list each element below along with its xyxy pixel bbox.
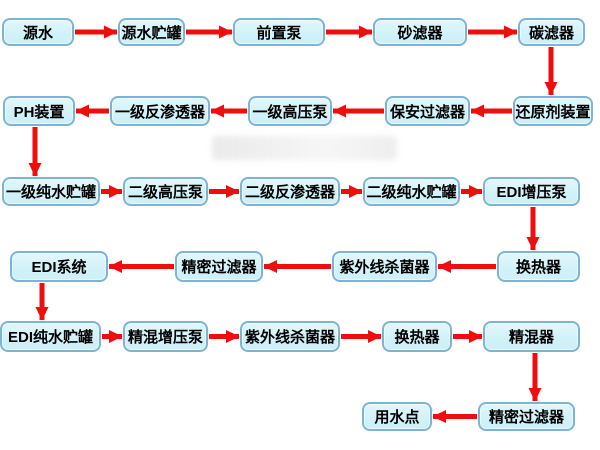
node-label: 换热器	[515, 259, 561, 276]
node-hp-pump1: 一级高压泵	[248, 96, 332, 126]
node-ro-stage1: 一级反渗透器	[110, 96, 210, 126]
node-source-water: 源水	[2, 18, 74, 46]
node-heat-exchanger1: 换热器	[497, 251, 580, 282]
node-ph-device: PH装置	[3, 96, 75, 126]
node-uv-sterilizer1: 紫外线杀菌器	[332, 251, 437, 282]
node-label: 精密过滤器	[488, 409, 564, 426]
node-label: 一级高压泵	[252, 103, 328, 121]
node-precision-filter2: 精密过滤器	[478, 402, 575, 431]
node-label: 紫外线杀菌器	[244, 329, 335, 346]
node-label: 一级纯水贮罐	[5, 184, 96, 201]
node-label: 精密过滤器	[181, 259, 257, 276]
node-label: 砂滤器	[397, 24, 443, 42]
node-edi-system: EDI系统	[10, 251, 108, 282]
node-label: 二级高压泵	[127, 184, 203, 201]
node-label: 前置泵	[256, 24, 302, 42]
node-polisher: 精混器	[483, 321, 580, 352]
node-pure-tank1: 一级纯水贮罐	[2, 177, 100, 206]
node-pre-pump: 前置泵	[233, 18, 325, 46]
node-carbon-filter: 碳滤器	[518, 18, 585, 46]
node-label: 二级反渗透器	[244, 184, 335, 201]
node-label: 精混增压泵	[127, 329, 203, 346]
node-label: 紫外线杀菌器	[339, 259, 430, 276]
node-label: PH装置	[13, 103, 65, 121]
node-sand-filter: 砂滤器	[373, 18, 467, 46]
node-mix-boost-pump: 精混增压泵	[123, 321, 208, 352]
node-reductant-device: 还原剂装置	[513, 96, 593, 126]
node-label: 还原剂装置	[515, 103, 591, 121]
node-uv-sterilizer2: 紫外线杀菌器	[240, 321, 340, 352]
node-label: 源水	[22, 24, 53, 42]
node-label: 二级纯水贮罐	[366, 184, 457, 201]
node-label: 一级反渗透器	[114, 103, 205, 121]
node-security-filter: 保安过滤器	[385, 96, 470, 126]
node-label: 保安过滤器	[389, 103, 465, 121]
node-heat-exchanger2: 换热器	[382, 321, 452, 352]
node-hp-pump2: 二级高压泵	[123, 177, 208, 206]
node-label: 用水点	[374, 409, 420, 426]
node-edi-pure-tank: EDI纯水贮罐	[0, 321, 101, 352]
node-label: 源水贮罐	[121, 24, 182, 42]
watermark	[212, 136, 397, 160]
node-source-water-tank: 源水贮罐	[118, 18, 185, 46]
node-label: EDI纯水贮罐	[7, 329, 93, 346]
node-label: 换热器	[394, 329, 440, 346]
node-label: 碳滤器	[528, 24, 574, 42]
node-pure-tank2: 二级纯水贮罐	[363, 177, 460, 206]
node-use-point: 用水点	[362, 402, 432, 431]
node-label: 精混器	[508, 329, 554, 346]
node-ro-stage2: 二级反渗透器	[240, 177, 340, 206]
node-edi-boost-pump: EDI增压泵	[483, 177, 580, 206]
node-precision-filter1: 精密过滤器	[175, 251, 263, 282]
node-label: EDI系统	[31, 259, 87, 276]
node-label: EDI增压泵	[496, 184, 567, 201]
